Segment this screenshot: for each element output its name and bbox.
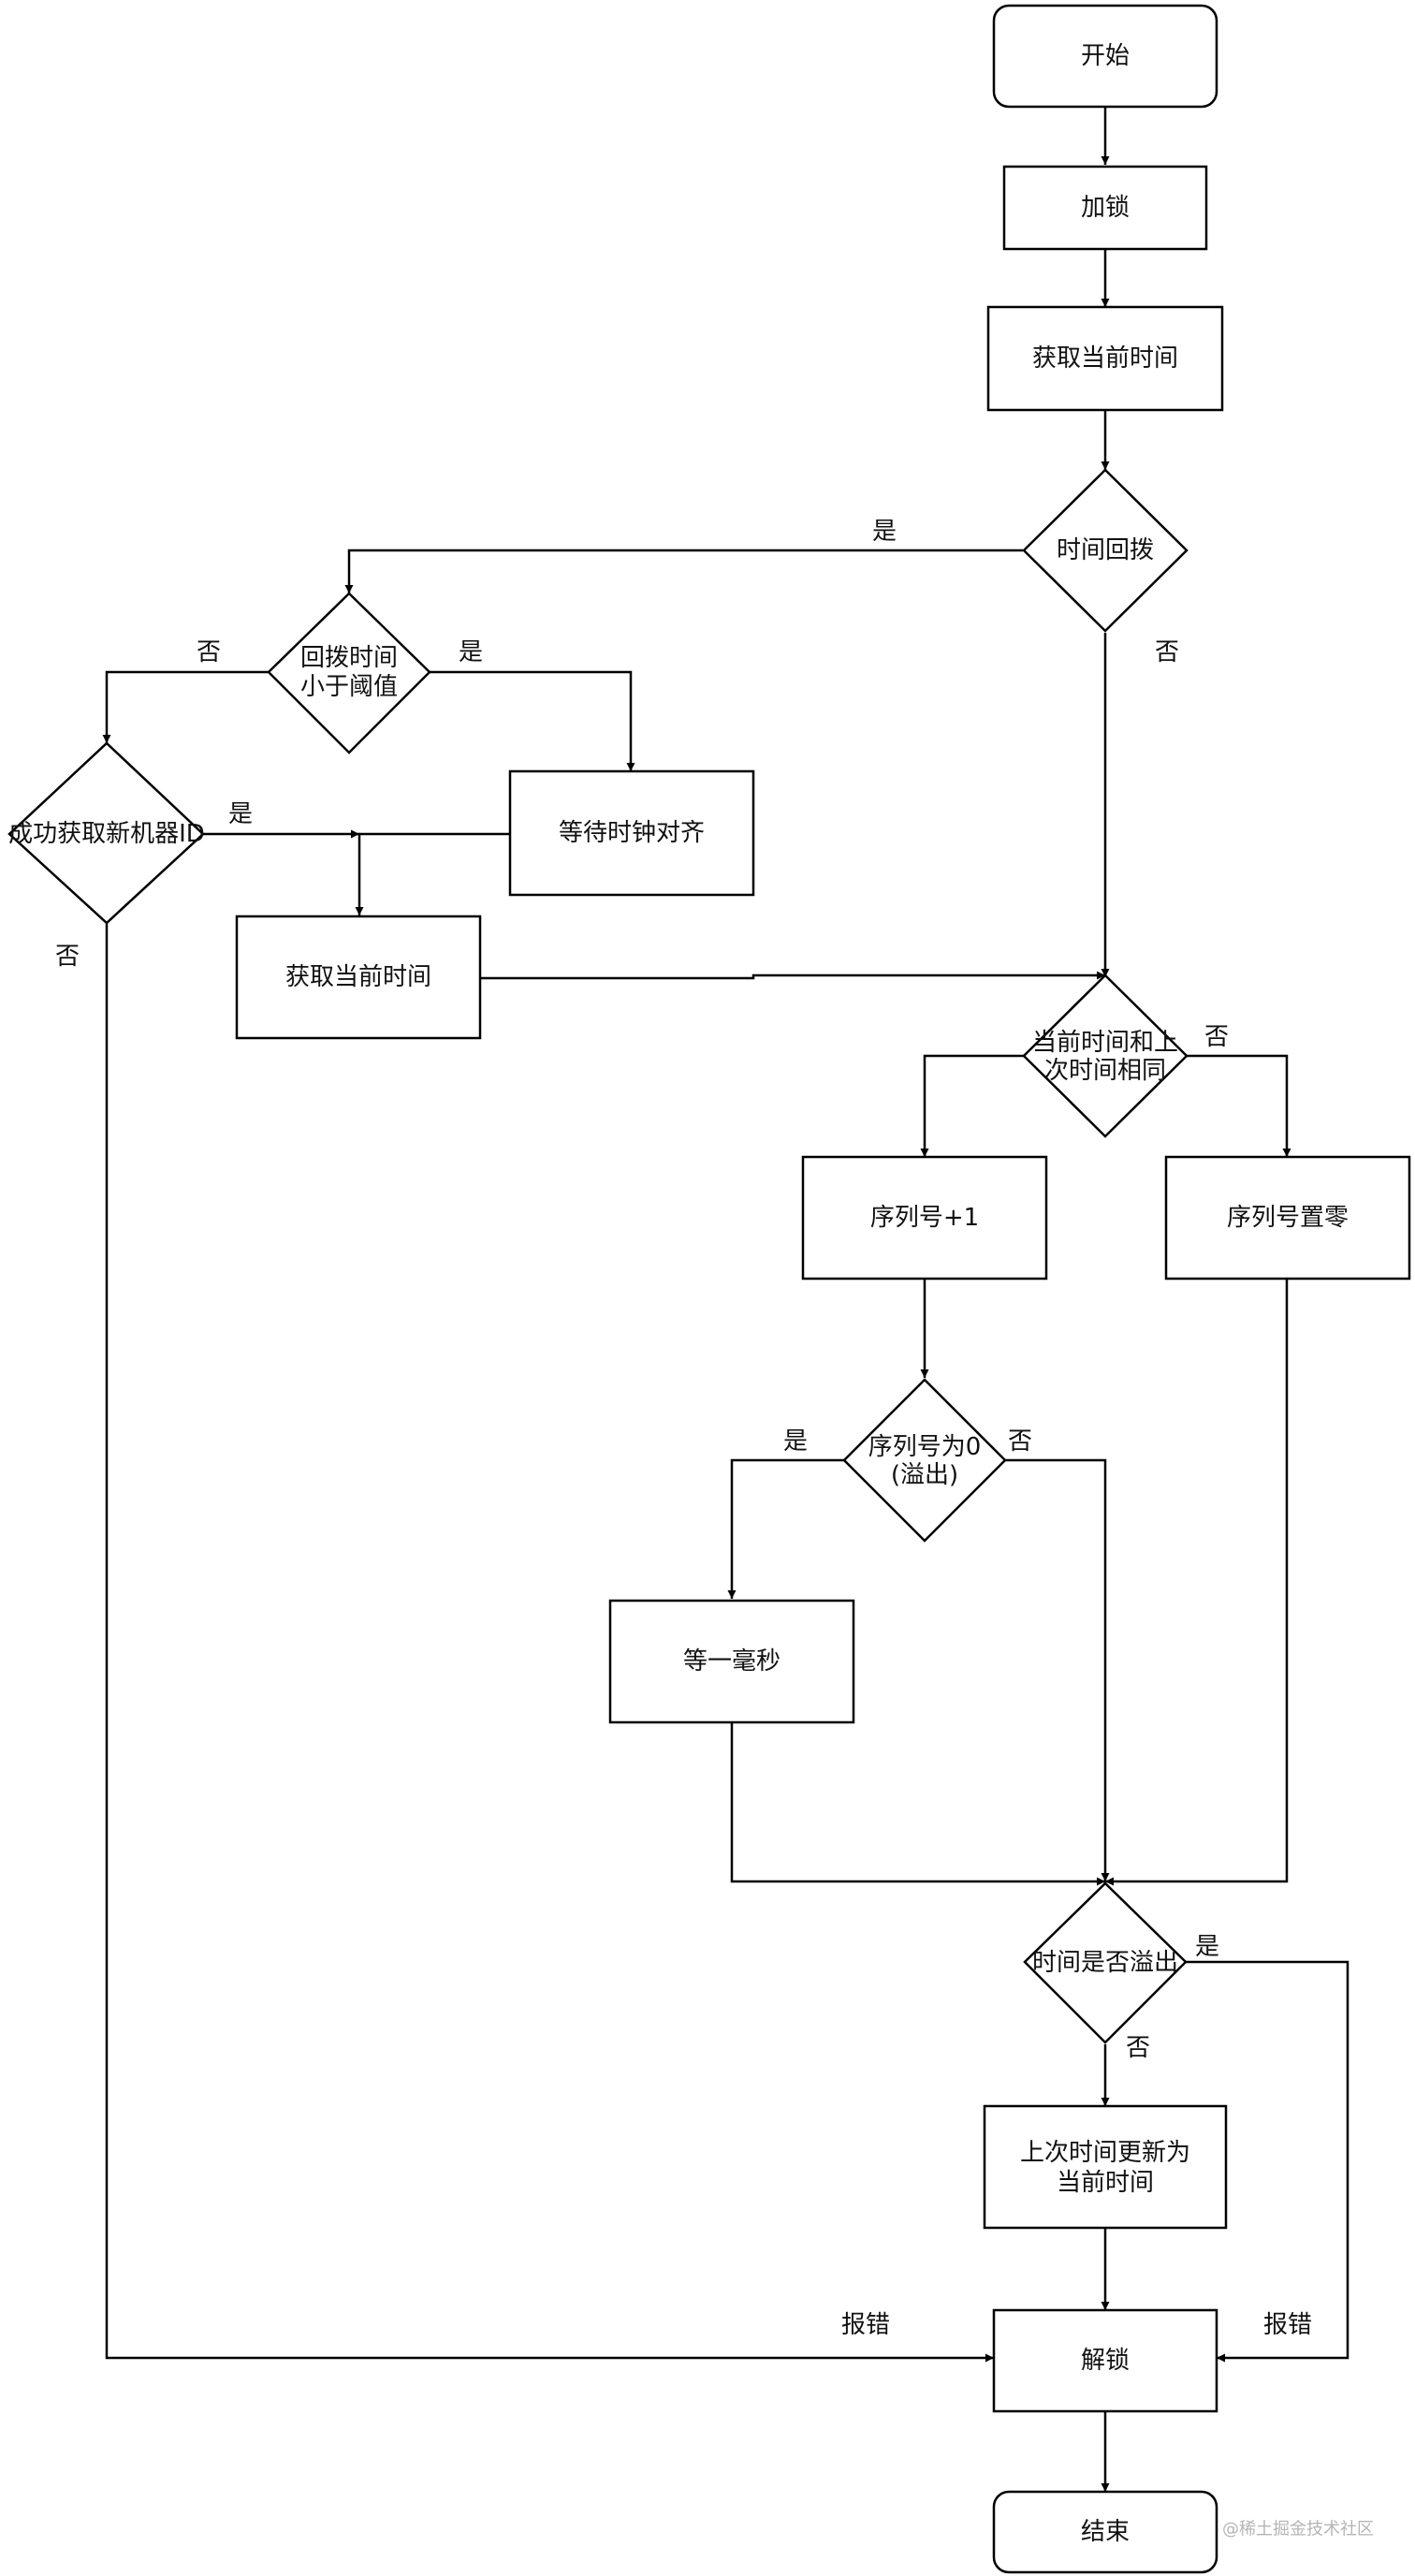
error-left-label: 报错 (841, 2311, 890, 2339)
threshold-no-label: 否 (197, 638, 221, 666)
start-node (992, 4, 1218, 109)
end-label: 结束 (1081, 2518, 1130, 2546)
edge-machine-id-no (105, 923, 994, 2363)
edge-wait-align-to-get-time (355, 832, 510, 915)
edge-seq-reset-to-merge (1105, 1279, 1289, 1886)
machine-id-decision (7, 741, 205, 925)
time-overflow-no-label: 否 (1126, 2034, 1150, 2062)
wait-one-ms-node (608, 1599, 855, 1724)
seq-increment-node (801, 1155, 1048, 1281)
start-label: 开始 (1081, 42, 1130, 70)
get-time-node-2 (235, 915, 482, 1040)
edge-same-yes (920, 1054, 1024, 1157)
edge-threshold-no (102, 670, 269, 743)
same-time-no-label: 否 (1204, 1023, 1229, 1051)
end-node (992, 2490, 1218, 2574)
update-last-time-label-1: 上次时间更新为 (1020, 2139, 1190, 2167)
threshold-yes-label: 是 (459, 638, 483, 666)
time-overflow-decision (1023, 1881, 1188, 2044)
clock-rollback-label: 时间回拨 (1057, 536, 1154, 564)
edge-seq-overflow-yes (727, 1458, 844, 1599)
edge-same-no (1187, 1054, 1291, 1157)
rollback-yes-label: 是 (872, 518, 897, 546)
machine-id-no-label: 否 (55, 943, 80, 971)
seq-reset-label: 序列号置零 (1227, 1204, 1349, 1232)
watermark: @稀土掘金技术社区 (1222, 2520, 1374, 2539)
seq-overflow-label-1: 序列号为0 (868, 1433, 982, 1461)
unlock-node (992, 2308, 1218, 2413)
edge-seq-overflow-no (1005, 1458, 1110, 1881)
rollback-threshold-decision (267, 592, 431, 754)
wait-one-ms-label: 等一毫秒 (683, 1647, 780, 1676)
time-overflow-yes-label: 是 (1195, 1933, 1219, 1961)
time-overflow-label: 时间是否溢出 (1032, 1949, 1178, 1977)
machine-id-label: 成功获取新机器ID (8, 820, 205, 848)
seq-overflow-decision (842, 1378, 1007, 1543)
lock-label: 加锁 (1081, 194, 1130, 222)
lock-node (1002, 165, 1208, 251)
seq-increment-label: 序列号+1 (870, 1204, 979, 1232)
edge-wait-ms-to-merge (730, 1722, 1105, 1886)
wait-clock-align-node (508, 769, 755, 897)
update-last-time-label-2: 当前时间 (1057, 2169, 1154, 2197)
same-time-label-1: 当前时间和上 (1032, 1029, 1178, 1057)
wait-clock-align-label: 等待时钟对齐 (559, 819, 705, 847)
machine-id-yes-label: 是 (228, 800, 253, 828)
rollback-threshold-label-2: 小于阈值 (300, 673, 398, 701)
edges (102, 107, 1349, 2492)
update-last-time-node (983, 2104, 1228, 2230)
clock-rollback-decision (1022, 468, 1189, 633)
seq-overflow-no-label: 否 (1008, 1427, 1032, 1456)
get-time-node-1 (986, 305, 1224, 412)
rollback-threshold-label-1: 回拨时间 (300, 644, 398, 672)
same-time-decision (1022, 973, 1189, 1138)
same-time-label-2: 次时间相同 (1044, 1057, 1166, 1085)
get-time-2-label: 获取当前时间 (285, 963, 431, 991)
unlock-label: 解锁 (1081, 2347, 1130, 2375)
edge-time-overflow-yes (1186, 1960, 1349, 2363)
seq-overflow-yes-label: 是 (783, 1427, 808, 1456)
edge-rollback-yes (344, 549, 1023, 593)
edge-threshold-yes (430, 670, 635, 771)
get-time-1-label: 获取当前时间 (1032, 344, 1178, 373)
error-right-label: 报错 (1263, 2311, 1312, 2339)
edge-get-time2-to-same (480, 971, 1105, 980)
rollback-no-label: 否 (1155, 638, 1179, 666)
seq-overflow-label-2: (溢出) (891, 1461, 958, 1489)
seq-reset-node (1164, 1155, 1411, 1281)
